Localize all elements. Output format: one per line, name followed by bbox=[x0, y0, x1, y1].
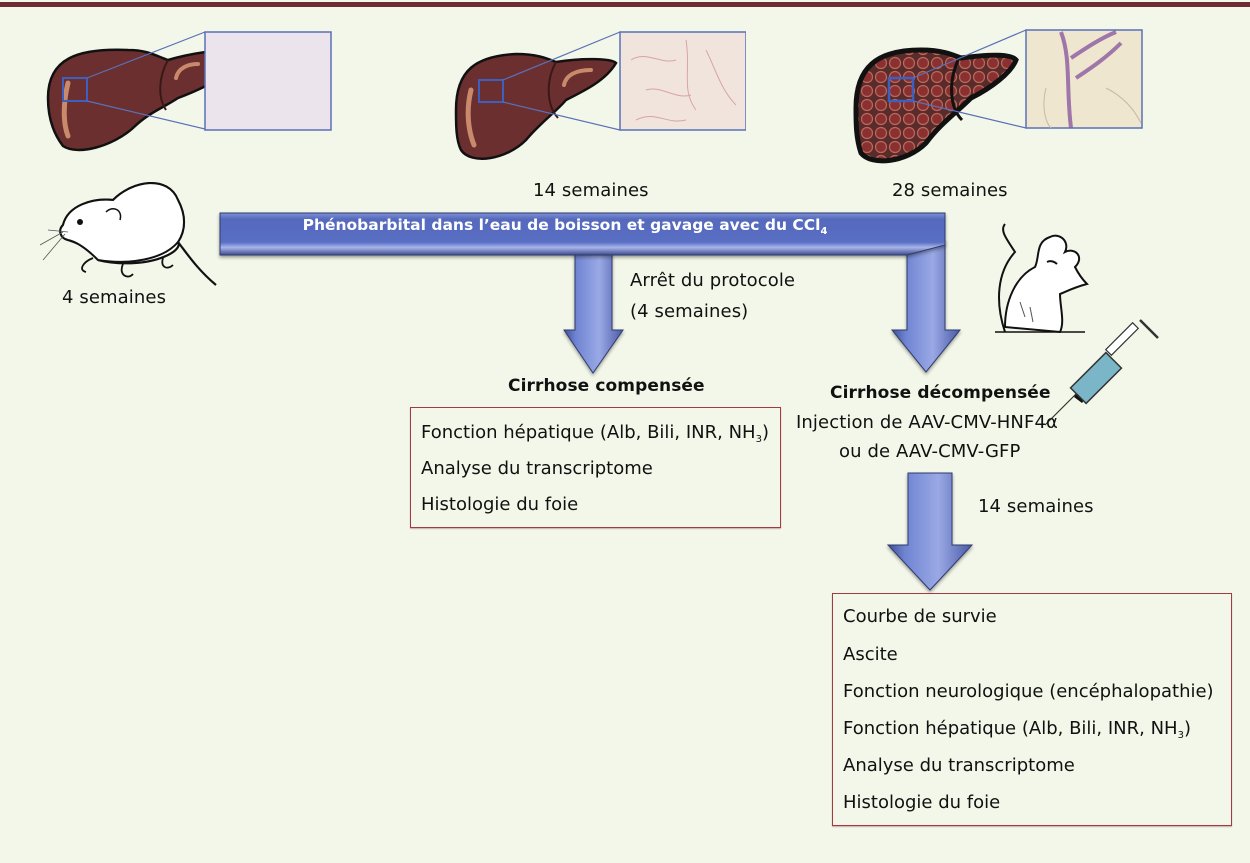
item-text: Fonction hépatique (Alb, Bili, INR, NH bbox=[421, 422, 756, 443]
decompensated-item: Fonction hépatique (Alb, Bili, INR, NH3) bbox=[843, 718, 1191, 741]
syringe-icon bbox=[1044, 319, 1159, 426]
decompensated-item: Analyse du transcriptome bbox=[843, 755, 1075, 776]
decompensated-item: Ascite bbox=[843, 644, 898, 665]
compensated-item: Fonction hépatique (Alb, Bili, INR, NH3) bbox=[421, 422, 769, 445]
item-sub: 3 bbox=[755, 434, 762, 445]
item-text: Fonction hépatique (Alb, Bili, INR, NH bbox=[843, 718, 1178, 739]
compensated-title: Cirrhose compensée bbox=[508, 376, 705, 396]
rat-sick-icon bbox=[995, 223, 1089, 334]
item-sub: 3 bbox=[1177, 730, 1184, 741]
decompensated-title: Cirrhose décompensée bbox=[830, 383, 1051, 403]
banner-text: Phénobarbital dans l’eau de boisson et g… bbox=[302, 216, 821, 234]
arrow-to-outcomes bbox=[886, 472, 974, 591]
followup-duration-label: 14 semaines bbox=[978, 496, 1094, 517]
liver-stage-2 bbox=[454, 31, 746, 160]
decompensated-item: Histologie du foie bbox=[843, 792, 1001, 813]
injection-line-2: ou de AAV-CMV-GFP bbox=[839, 441, 1021, 462]
stop-protocol-duration: (4 semaines) bbox=[630, 301, 749, 322]
decompensated-item: Fonction neurologique (encéphalopathie) bbox=[843, 681, 1214, 702]
arrow-to-decompensated bbox=[890, 239, 962, 373]
liver-stage-1 bbox=[46, 31, 332, 152]
liver-stage-3 bbox=[853, 29, 1143, 164]
decompensated-item: Courbe de survie bbox=[843, 606, 997, 627]
histology-panel-3 bbox=[1025, 29, 1143, 129]
item-tail: ) bbox=[761, 422, 769, 443]
protocol-banner-label: Phénobarbital dans l’eau de boisson et g… bbox=[220, 216, 910, 237]
banner-subscript: 4 bbox=[820, 226, 828, 237]
stage-label-28-weeks: 28 semaines bbox=[892, 180, 1008, 201]
arrow-to-compensated bbox=[563, 249, 624, 374]
histology-panel-1 bbox=[204, 31, 332, 131]
stage-label-14-weeks: 14 semaines bbox=[533, 180, 649, 201]
decompensated-outcomes-box: Courbe de survie Ascite Fonction neurolo… bbox=[832, 593, 1232, 826]
compensated-item: Analyse du transcriptome bbox=[421, 458, 653, 479]
compensated-item: Histologie du foie bbox=[421, 494, 579, 515]
compensated-outcomes-box: Fonction hépatique (Alb, Bili, INR, NH3)… bbox=[410, 407, 781, 528]
stage-label-4-weeks: 4 semaines bbox=[62, 287, 167, 308]
histology-panel-2 bbox=[619, 31, 746, 131]
item-tail: ) bbox=[1183, 718, 1191, 739]
stop-protocol-label: Arrêt du protocole bbox=[630, 270, 796, 291]
protocol-banner bbox=[219, 212, 946, 256]
injection-line-1: Injection de AAV-CMV-HNF4α bbox=[796, 412, 1058, 433]
rat-healthy-icon bbox=[39, 182, 217, 286]
top-rule bbox=[0, 2, 1250, 7]
